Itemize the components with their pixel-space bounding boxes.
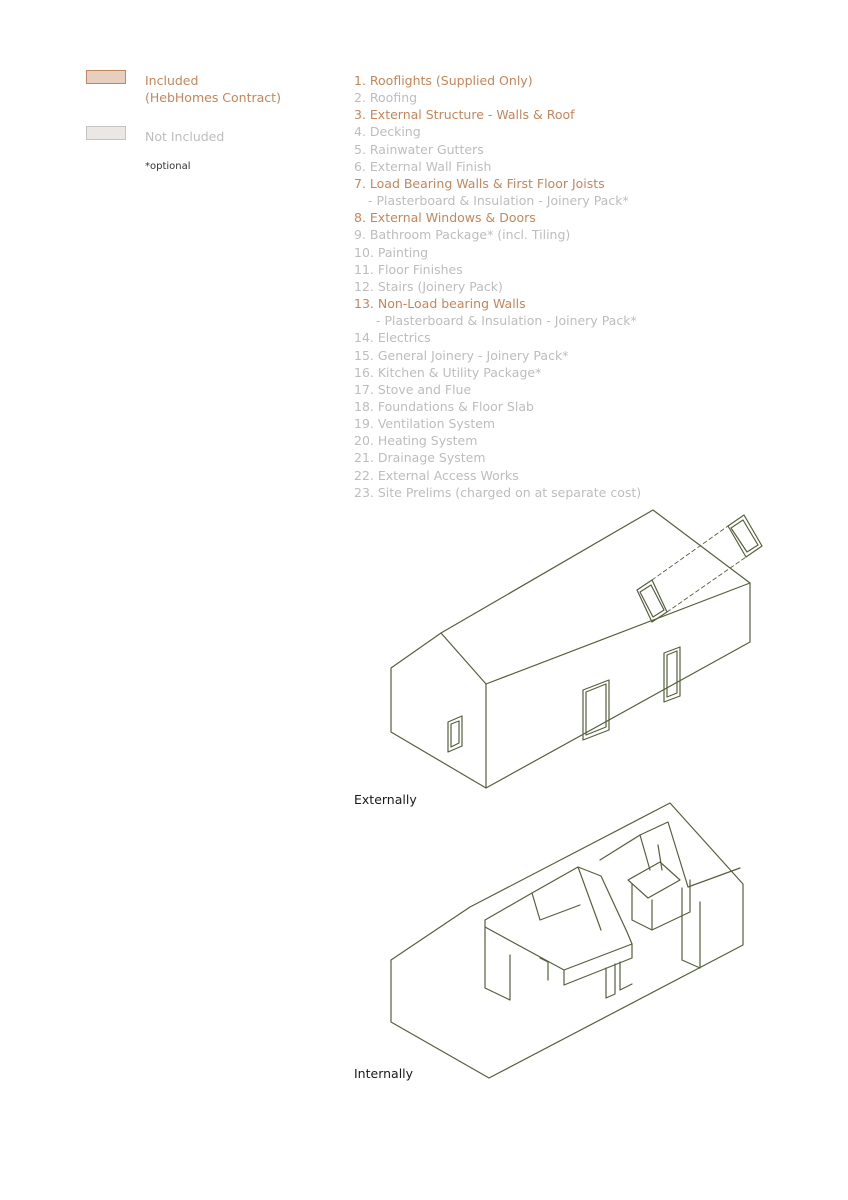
package-item: 15. General Joinery - Joinery Pack* (354, 347, 569, 363)
package-item: 10. Painting (354, 244, 429, 260)
front-door-icon (582, 679, 610, 741)
optional-note: *optional (145, 161, 191, 172)
package-item: 12. Stairs (Joinery Pack) (354, 278, 503, 294)
front-partition (484, 866, 633, 971)
external-house-drawing (390, 509, 763, 789)
package-item: 11. Floor Finishes (354, 261, 463, 277)
package-item: 7. Load Bearing Walls & First Floor Jois… (354, 175, 605, 191)
eave-line (485, 582, 751, 685)
package-item: 8. External Windows & Doors (354, 210, 536, 226)
caption-externally: Externally (354, 792, 417, 807)
package-item: 20. Heating System (354, 433, 478, 449)
package-item: 6. External Wall Finish (354, 158, 492, 174)
included-label: Included (HebHomes Contract) (145, 72, 345, 106)
package-item: - Plasterboard & Insulation - Joinery Pa… (376, 313, 637, 329)
not-included-swatch (86, 126, 126, 140)
package-item: 4. Decking (354, 124, 421, 140)
package-item: 2. Roofing (354, 90, 418, 106)
included-label-line-1: Included (145, 73, 199, 88)
rooflight-guide-lines (651, 525, 747, 613)
package-item: 17. Stove and Flue (354, 381, 472, 397)
package-item: 23. Site Prelims (charged on at separate… (354, 484, 642, 500)
gable-roof-edge (440, 632, 487, 685)
package-item: 14. Electrics (354, 330, 431, 346)
package-item: - Plasterboard & Insulation - Joinery Pa… (368, 193, 629, 209)
package-item: 22. External Access Works (354, 467, 519, 483)
package-item: 3. External Structure - Walls & Roof (354, 107, 575, 123)
rear-partition (599, 821, 741, 888)
package-item: 18. Foundations & Floor Slab (354, 398, 534, 414)
rooflight-detached-icon (727, 514, 763, 558)
included-label-line-2: (HebHomes Contract) (145, 90, 281, 105)
package-item: 1. Rooflights (Supplied Only) (354, 73, 533, 88)
rooflight-icon (636, 579, 668, 623)
package-item: 16. Kitchen & Utility Package* (354, 364, 542, 380)
side-window-icon (663, 646, 681, 703)
gable-window-icon (447, 715, 463, 753)
caption-internally: Internally (354, 1066, 414, 1081)
not-included-label: Not Included (145, 129, 225, 144)
package-item: 21. Drainage System (354, 450, 486, 466)
package-item: 13. Non-Load bearing Walls (354, 296, 526, 312)
house-outline (390, 509, 751, 789)
package-item: 5. Rainwater Gutters (354, 141, 484, 157)
package-item: 9. Bathroom Package* (incl. Tiling) (354, 227, 571, 243)
internal-house-drawing (390, 802, 744, 1079)
included-swatch (86, 70, 126, 84)
package-item: 19. Ventilation System (354, 416, 496, 432)
shell-outline (390, 802, 744, 1079)
